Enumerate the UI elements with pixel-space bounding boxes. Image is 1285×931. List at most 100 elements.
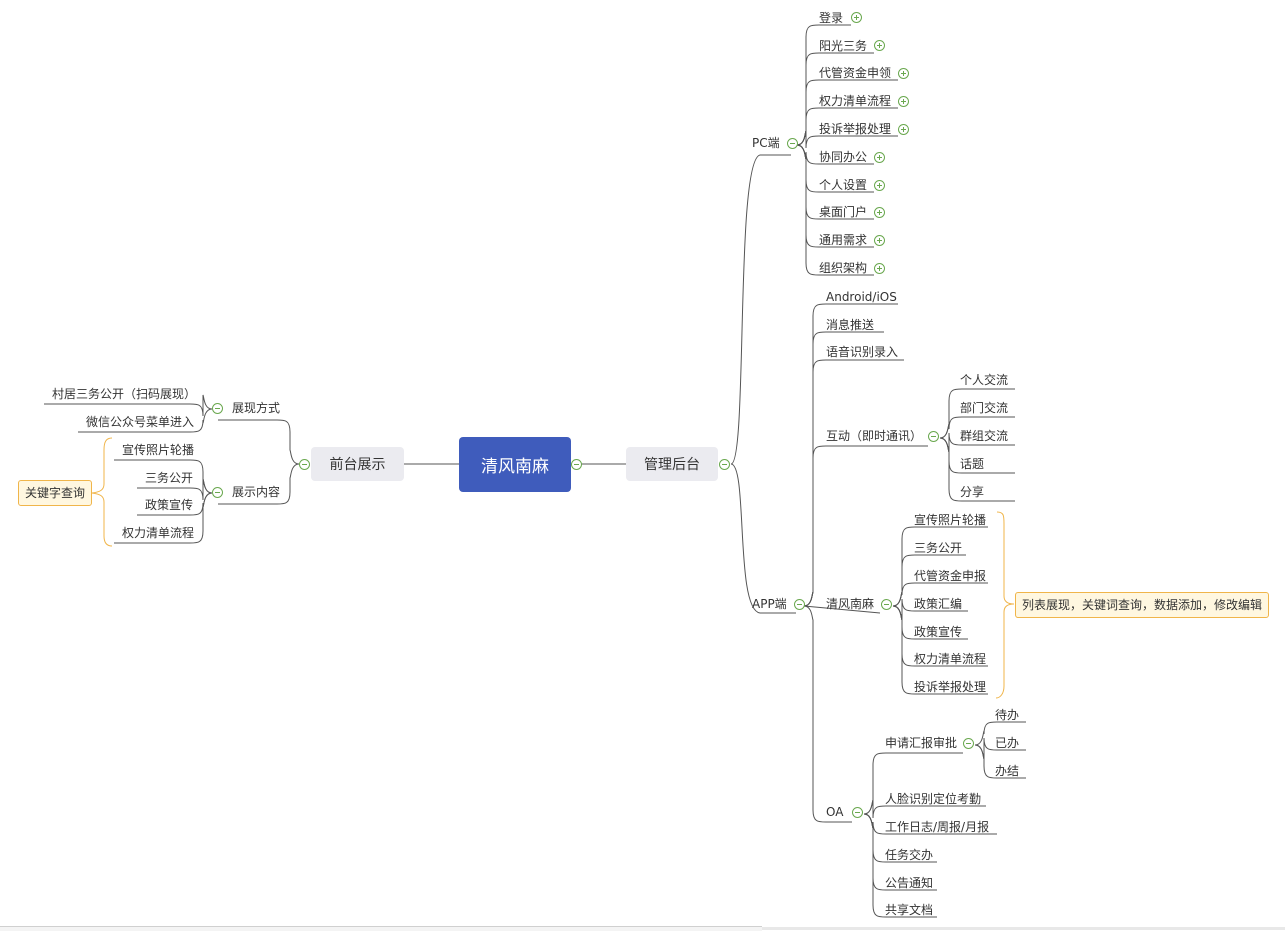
collapse-icon[interactable] (571, 459, 582, 470)
connector-line (796, 130, 898, 149)
oa-face-attendance[interactable]: 人脸识别定位考勤 (885, 792, 982, 806)
node-photo-carousel[interactable]: 宣传照片轮播 (122, 443, 195, 457)
node-app[interactable]: APP端 (752, 597, 787, 611)
connector-line (44, 394, 213, 417)
oa-work-log[interactable]: 工作日志/周报/月报 (885, 820, 990, 834)
node-policy-publicity[interactable]: 政策宣传 (145, 498, 194, 512)
connector-line (803, 359, 904, 607)
scrollbar-track (762, 927, 1285, 930)
connector-line (939, 437, 1015, 502)
connector-line (803, 331, 884, 607)
node-qfnm[interactable]: 清风南麻 (826, 597, 875, 611)
expand-icon[interactable] (898, 68, 909, 79)
connector-line (803, 605, 852, 823)
connector-line (78, 408, 213, 433)
oa-shared-docs[interactable]: 共享文档 (885, 903, 934, 917)
pc-item-collab[interactable]: 协同办公 (819, 150, 868, 164)
qfnm-policy-publicity[interactable]: 政策宣传 (914, 625, 963, 639)
interact-department[interactable]: 部门交流 (960, 401, 1009, 415)
qfnm-three-affairs[interactable]: 三务公开 (914, 541, 963, 555)
connector-line (863, 813, 937, 918)
expand-icon[interactable] (851, 12, 862, 23)
expand-icon[interactable] (874, 235, 885, 246)
approval-done[interactable]: 已办 (995, 736, 1020, 750)
pc-item-personal[interactable]: 个人设置 (819, 178, 868, 192)
collapse-icon[interactable] (212, 403, 223, 414)
branch-backend[interactable]: 管理后台 (626, 447, 718, 481)
qfnm-photo-carousel[interactable]: 宣传照片轮播 (914, 513, 987, 527)
interact-share[interactable]: 分享 (960, 485, 985, 499)
oa-task-assign[interactable]: 任务交办 (885, 848, 934, 862)
node-wechat-menu[interactable]: 微信公众号菜单进入 (86, 415, 195, 429)
connector-line (995, 511, 1015, 699)
connector-line (114, 492, 213, 544)
expand-icon[interactable] (874, 180, 885, 191)
collapse-icon[interactable] (794, 599, 805, 610)
pc-item-sunshine[interactable]: 阳光三务 (819, 39, 868, 53)
connector-line (137, 478, 213, 501)
collapse-icon[interactable] (852, 807, 863, 818)
node-oa[interactable]: OA (826, 805, 844, 819)
oa-announcement[interactable]: 公告通知 (885, 876, 934, 890)
expand-icon[interactable] (898, 124, 909, 135)
pc-item-fund-claim[interactable]: 代管资金申领 (819, 66, 892, 80)
horizontal-scrollbar[interactable] (0, 926, 762, 931)
connector-line (803, 445, 928, 607)
approval-todo[interactable]: 待办 (995, 708, 1020, 722)
connector-line (974, 721, 1026, 746)
interact-topic[interactable]: 话题 (960, 457, 985, 471)
pc-item-desktop[interactable]: 桌面门户 (819, 205, 868, 219)
approval-closed[interactable]: 办结 (995, 764, 1020, 778)
note-keyword-search[interactable]: 关键字查询 (18, 480, 93, 506)
node-pc[interactable]: PC端 (752, 136, 780, 150)
branch-frontend[interactable]: 前台展示 (311, 447, 404, 481)
connector-line (91, 437, 113, 547)
node-approval[interactable]: 申请汇报审批 (885, 736, 958, 750)
qfnm-complaint[interactable]: 投诉举报处理 (914, 680, 987, 694)
pc-item-general[interactable]: 通用需求 (819, 233, 868, 247)
collapse-icon[interactable] (787, 138, 798, 149)
expand-icon[interactable] (874, 207, 885, 218)
qfnm-power-list[interactable]: 权力清单流程 (914, 652, 987, 666)
pc-item-org[interactable]: 组织架构 (819, 261, 868, 275)
connector-line (974, 744, 1026, 779)
connector-line (796, 144, 874, 276)
node-three-affairs[interactable]: 三务公开 (145, 471, 194, 485)
qfnm-fund-apply[interactable]: 代管资金申报 (914, 569, 987, 583)
interact-group[interactable]: 群组交流 (960, 429, 1009, 443)
connector-line (863, 799, 986, 819)
node-village-scan[interactable]: 村居三务公开（扫码展现） (52, 387, 197, 401)
node-display-content[interactable]: 展示内容 (232, 485, 281, 499)
pc-item-login[interactable]: 登录 (819, 11, 844, 25)
connector-line (892, 582, 988, 607)
connector-line (218, 419, 300, 465)
app-item-push[interactable]: 消息推送 (826, 318, 875, 332)
interact-personal[interactable]: 个人交流 (960, 373, 1009, 387)
node-interact[interactable]: 互动（即时通讯） (826, 429, 923, 443)
expand-icon[interactable] (874, 40, 885, 51)
connector-line (730, 154, 791, 465)
collapse-icon[interactable] (212, 487, 223, 498)
expand-icon[interactable] (874, 263, 885, 274)
app-item-voice[interactable]: 语音识别录入 (826, 345, 899, 359)
qfnm-policy-compile[interactable]: 政策汇编 (914, 597, 963, 611)
pc-item-complaint[interactable]: 投诉举报处理 (819, 122, 892, 136)
node-display-mode[interactable]: 展现方式 (232, 401, 281, 415)
node-power-list[interactable]: 权力清单流程 (122, 526, 195, 540)
collapse-icon[interactable] (928, 431, 939, 442)
note-list-features[interactable]: 列表展现，关键词查询，数据添加，修改编辑 (1015, 592, 1270, 618)
root-node[interactable]: 清风南麻 (459, 437, 571, 492)
connector-line (892, 526, 988, 607)
collapse-icon[interactable] (299, 459, 310, 470)
pc-item-power-list[interactable]: 权力清单流程 (819, 94, 892, 108)
collapse-icon[interactable] (963, 738, 974, 749)
connector-line (730, 463, 796, 614)
collapse-icon[interactable] (881, 599, 892, 610)
expand-icon[interactable] (874, 152, 885, 163)
app-item-android-ios[interactable]: Android/iOS (826, 290, 897, 304)
collapse-icon[interactable] (719, 459, 730, 470)
connector-line (892, 605, 988, 695)
expand-icon[interactable] (898, 96, 909, 107)
